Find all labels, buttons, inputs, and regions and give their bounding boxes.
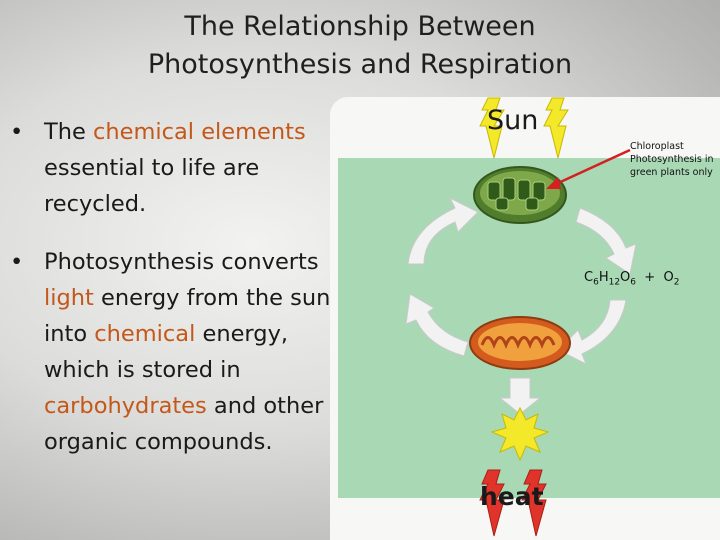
highlight-term: carbohydrates: [44, 393, 207, 419]
down-arrow-icon: [498, 377, 542, 415]
bullet-item-1: • The chemical elements essential to lif…: [8, 114, 338, 222]
photosynthesis-note-line-1: Photosynthesis in: [630, 154, 714, 165]
highlight-term: light: [44, 285, 94, 311]
title-line-1: The Relationship Between: [184, 11, 536, 42]
bullet-text: The: [44, 119, 93, 145]
cycle-arrows-icon: [405, 196, 637, 366]
formula-h: H: [598, 270, 609, 285]
title-line-2: Photosynthesis and Respiration: [147, 49, 573, 80]
bullet-text: energy, which is stored in: [44, 321, 289, 383]
bullet-marker: •: [10, 119, 24, 145]
formula-o-sub: 6: [630, 277, 637, 288]
formula-o: O: [620, 270, 631, 285]
bullet-item-2: • Photosynthesis converts light energy f…: [8, 244, 338, 460]
sun-rays-icon: [479, 97, 569, 159]
formula-o2: O: [663, 270, 674, 285]
slide-title: The Relationship Between Photosynthesis …: [90, 8, 630, 84]
mitochondrion-icon: [469, 316, 571, 370]
glucose-formula: C6H12O6 + O2: [584, 270, 679, 288]
chloroplast-icon: [473, 166, 567, 224]
bullet-list: • The chemical elements essential to lif…: [8, 114, 338, 482]
bullet-text: energy from the sun into: [44, 285, 331, 347]
formula-c-sub: 6: [593, 277, 599, 288]
chloroplast-label-text: Chloroplast: [630, 141, 684, 152]
chloroplast-label: Chloroplast Photosynthesis in green plan…: [630, 140, 714, 179]
heat-label: heat: [480, 482, 544, 511]
sun-label: Sun: [487, 105, 539, 136]
photosynthesis-note-line-2: green plants only: [630, 167, 713, 178]
highlight-term: chemical: [94, 321, 196, 347]
bullet-text: essential to life are recycled.: [44, 155, 260, 217]
formula-h-sub: 12: [608, 277, 621, 288]
pointer-arrow-icon: [546, 148, 631, 189]
energy-burst-icon: [490, 406, 550, 462]
bullet-text: Photosynthesis converts: [44, 249, 319, 275]
formula-plus: +: [644, 270, 656, 285]
formula-o2-sub: 2: [673, 277, 680, 288]
highlight-term: chemical elements: [93, 119, 306, 145]
bullet-marker: •: [10, 249, 24, 275]
heat-arrows-icon: [479, 469, 547, 537]
formula-c: C: [584, 270, 594, 285]
bullet-text: and other organic compounds.: [44, 393, 324, 455]
